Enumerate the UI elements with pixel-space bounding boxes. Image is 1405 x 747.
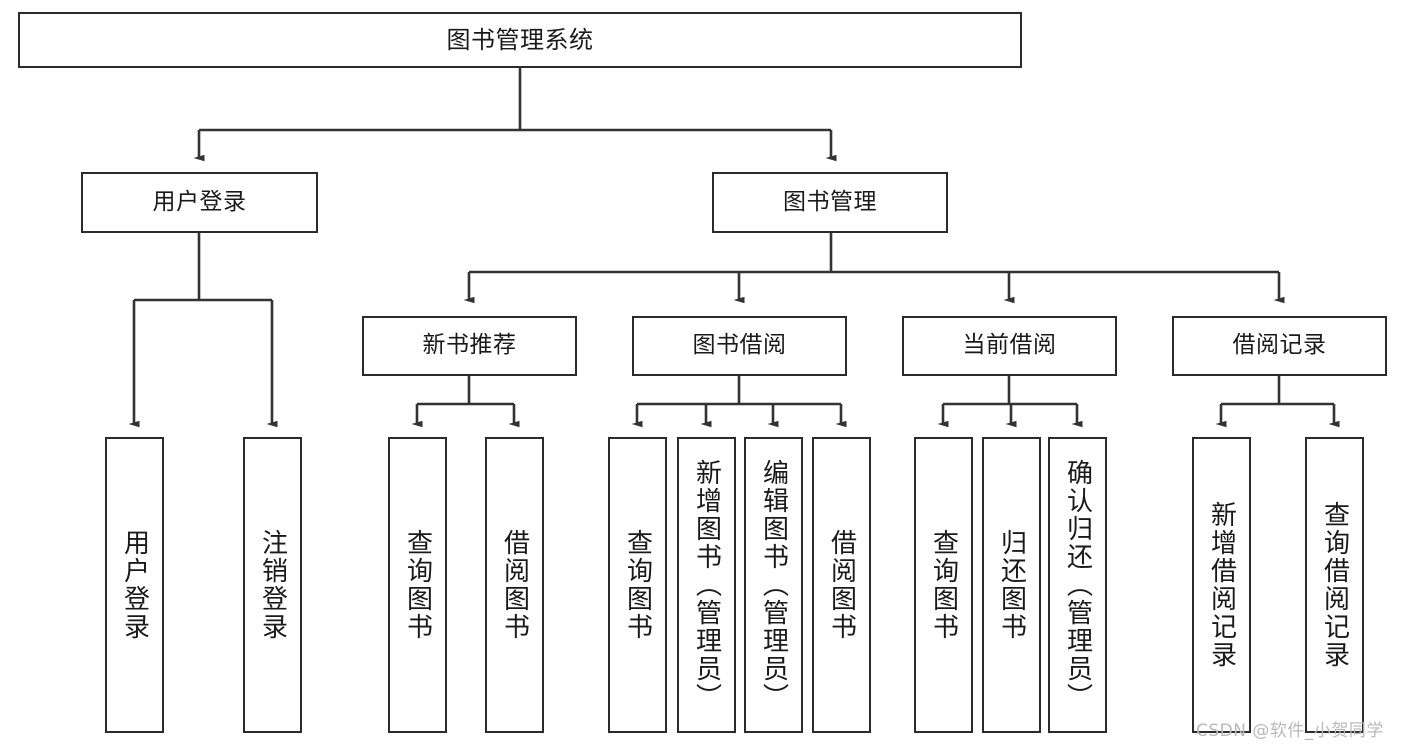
node-label: 借阅记录 (1232, 332, 1327, 359)
node-label: 借阅图书 (826, 529, 857, 641)
node-label: 借阅图书 (499, 529, 530, 641)
node-label: 用户登录 (119, 529, 150, 641)
leaf-user-login[interactable]: 用户登录 (105, 437, 164, 733)
node-new-book-recommend[interactable]: 新书推荐 (362, 316, 577, 376)
node-user-login[interactable]: 用户登录 (81, 172, 318, 233)
node-current-borrow[interactable]: 当前借阅 (902, 316, 1117, 376)
node-label: 用户登录 (152, 188, 247, 215)
node-label: 归还图书 (996, 529, 1027, 641)
leaf-query-book-current[interactable]: 查询图书 (914, 437, 973, 733)
node-book-manage[interactable]: 图书管理 (712, 172, 948, 233)
node-label: 确认归还（管理员） (1062, 459, 1093, 711)
node-label: 新增图书（管理员） (691, 459, 722, 711)
csdn-watermark: CSDN @软件_小贺同学 (1196, 721, 1384, 741)
node-book-borrow[interactable]: 图书借阅 (632, 316, 847, 376)
node-label: 当前借阅 (962, 332, 1057, 359)
node-root-system[interactable]: 图书管理系统 (18, 12, 1022, 68)
leaf-query-borrow-record[interactable]: 查询借阅记录 (1305, 437, 1364, 733)
node-label: 编辑图书（管理员） (758, 459, 789, 711)
node-label: 图书管理系统 (446, 25, 594, 54)
node-label: 新书推荐 (422, 332, 517, 359)
leaf-logout-login[interactable]: 注销登录 (243, 437, 302, 733)
node-label: 注销登录 (257, 529, 288, 641)
leaf-edit-book[interactable]: 编辑图书（管理员） (744, 437, 803, 733)
node-label: 图书借阅 (692, 332, 787, 359)
node-label: 查询借阅记录 (1319, 501, 1350, 669)
leaf-query-book-borrow[interactable]: 查询图书 (608, 437, 667, 733)
leaf-add-borrow-record[interactable]: 新增借阅记录 (1192, 437, 1251, 733)
leaf-query-book-recommend[interactable]: 查询图书 (388, 437, 447, 733)
node-label: 查询图书 (622, 529, 653, 641)
leaf-confirm-return[interactable]: 确认归还（管理员） (1048, 437, 1107, 733)
leaf-return-book[interactable]: 归还图书 (982, 437, 1041, 733)
node-borrow-record[interactable]: 借阅记录 (1172, 316, 1387, 376)
leaf-add-book[interactable]: 新增图书（管理员） (677, 437, 736, 733)
leaf-borrow-book-borrow[interactable]: 借阅图书 (812, 437, 871, 733)
leaf-borrow-book-recommend[interactable]: 借阅图书 (485, 437, 544, 733)
node-label: 查询图书 (402, 529, 433, 641)
node-label: 查询图书 (928, 529, 959, 641)
node-label: 图书管理 (783, 188, 877, 215)
node-label: 新增借阅记录 (1206, 501, 1237, 669)
